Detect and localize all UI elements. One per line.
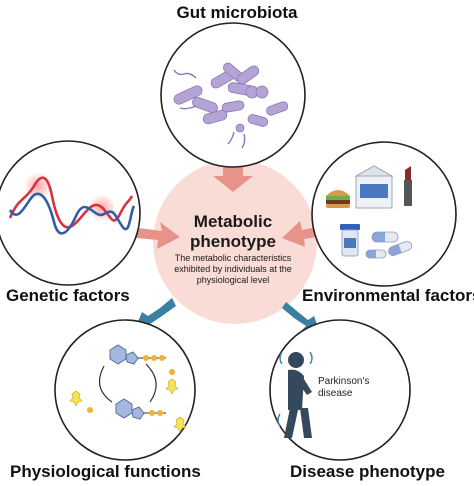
environmental-factors-panel [311, 141, 457, 287]
center-description: The metabolic characteristics exhibited … [174, 253, 292, 285]
label-disease-phenotype: Disease phenotype [290, 462, 445, 481]
molecule-icon [69, 344, 187, 433]
center-title-line1: Metabolic [193, 212, 273, 231]
gut-microbiota-panel [160, 22, 306, 168]
parkinsons-line1: Parkinson's [318, 376, 370, 387]
bacteria-icon [173, 62, 289, 133]
dna-icon [8, 176, 136, 235]
genetic-factors-panel [0, 140, 141, 286]
milk-carton-icon [354, 165, 394, 209]
lipstick-icon [404, 166, 412, 206]
person-icon [284, 352, 312, 438]
label-gut-microbiota: Gut microbiota [176, 3, 298, 22]
disease-phenotype-panel [269, 319, 411, 461]
parkinsons-line2: disease [318, 388, 353, 399]
burger-icon [326, 190, 350, 208]
label-environmental-factors: Environmental factors [302, 286, 474, 305]
pill-bottle-icon [340, 224, 360, 257]
arrow-genetic-to-center [136, 222, 180, 249]
center-title: Metabolic phenotype [158, 212, 308, 252]
label-genetic-factors: Genetic factors [6, 286, 130, 305]
capsule-icon [365, 231, 413, 259]
label-physiological-functions: Physiological functions [10, 462, 201, 481]
physiological-functions-panel [54, 319, 196, 461]
center-title-line2: phenotype [190, 232, 276, 251]
center-circle [153, 160, 317, 324]
parkinsons-annotation: Parkinson's disease [318, 376, 369, 400]
